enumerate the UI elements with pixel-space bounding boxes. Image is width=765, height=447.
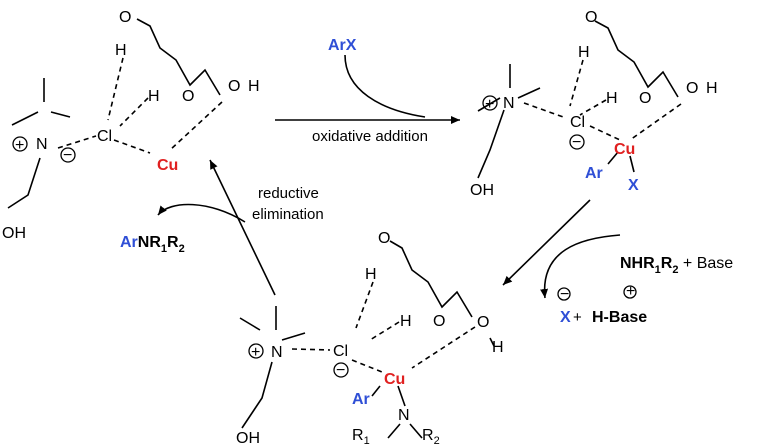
copper-atom: Cu bbox=[614, 141, 635, 158]
aryl-ar: Ar bbox=[585, 165, 603, 182]
ammonium-plus-sign: + bbox=[251, 344, 260, 361]
chloride-cl: Cl bbox=[97, 128, 112, 145]
chloride-minus-sign: − bbox=[572, 134, 581, 151]
glycerol-h-top: H bbox=[115, 42, 127, 59]
glycerol-o-top: O bbox=[378, 230, 390, 247]
glycerol-oh-o: O bbox=[686, 80, 698, 97]
glycerol-o-mid: O bbox=[433, 313, 445, 330]
chloride-minus-sign: − bbox=[336, 362, 345, 379]
glycerol-o-mid: O bbox=[639, 90, 651, 107]
glycerol-oh-o: O bbox=[477, 314, 489, 331]
glycerol-h-mid: H bbox=[400, 313, 412, 330]
aryl-ar: Ar bbox=[352, 391, 370, 408]
arx-reagent: ArX bbox=[328, 37, 357, 54]
chloride-cl: Cl bbox=[333, 343, 348, 360]
glycerol-oh-h: H bbox=[492, 339, 504, 356]
glycerol-o-top: O bbox=[585, 9, 597, 26]
complex-aryl-cu-amido bbox=[239, 240, 495, 439]
ligand-exchange-arrow bbox=[502, 199, 591, 286]
complex-cucl-choline-glycerol bbox=[7, 18, 223, 209]
product-curved-arrow bbox=[157, 203, 246, 223]
glycerol-h-mid: H bbox=[606, 90, 618, 107]
copper-atom: Cu bbox=[384, 371, 405, 388]
byproduct-hbase: H-Base bbox=[592, 309, 647, 326]
reductive-elimination-arrow bbox=[209, 159, 276, 296]
glycerol-oh-h: H bbox=[248, 78, 260, 95]
choline-oh: OH bbox=[2, 225, 26, 242]
choline-oh: OH bbox=[236, 430, 260, 447]
product-arnr1r2: ArNR1R2 bbox=[120, 234, 185, 255]
substituent-r2: R2 bbox=[422, 427, 440, 447]
amine-curved-arrow bbox=[540, 234, 621, 299]
choline-n: N bbox=[36, 136, 48, 153]
glycerol-h-top: H bbox=[578, 44, 590, 61]
ammonium-plus-sign: + bbox=[485, 96, 494, 113]
byproduct-x: X bbox=[560, 309, 571, 326]
ammonium-plus-sign: + bbox=[15, 137, 24, 154]
choline-n: N bbox=[503, 95, 515, 112]
x-minus-sign: − bbox=[560, 286, 569, 303]
amine-base-reagent: NHR1R2 + Base bbox=[620, 255, 733, 276]
arx-curved-arrow bbox=[344, 54, 426, 118]
glycerol-o-mid: O bbox=[182, 88, 194, 105]
chloride-cl: Cl bbox=[570, 114, 585, 131]
glycerol-oh-h: H bbox=[706, 80, 718, 97]
amido-n: N bbox=[398, 407, 410, 424]
reductive-label-line1: reductive bbox=[258, 185, 319, 202]
glycerol-h-top: H bbox=[365, 266, 377, 283]
oxidative-addition-label: oxidative addition bbox=[312, 128, 428, 145]
copper-atom: Cu bbox=[157, 157, 178, 174]
glycerol-oh-o: O bbox=[228, 78, 240, 95]
glycerol-o-top: O bbox=[119, 9, 131, 26]
choline-n: N bbox=[271, 344, 283, 361]
substituent-r1: R1 bbox=[352, 427, 370, 447]
complex-aryl-cu-oxidative-adduct bbox=[477, 20, 682, 179]
byproduct-plus: + bbox=[573, 309, 582, 326]
reductive-label-line2: elimination bbox=[252, 206, 324, 223]
hbase-plus-sign: + bbox=[626, 283, 635, 300]
choline-oh: OH bbox=[470, 182, 494, 199]
chloride-minus-sign: − bbox=[63, 147, 72, 164]
glycerol-h-mid: H bbox=[148, 88, 160, 105]
halide-x: X bbox=[628, 177, 639, 194]
